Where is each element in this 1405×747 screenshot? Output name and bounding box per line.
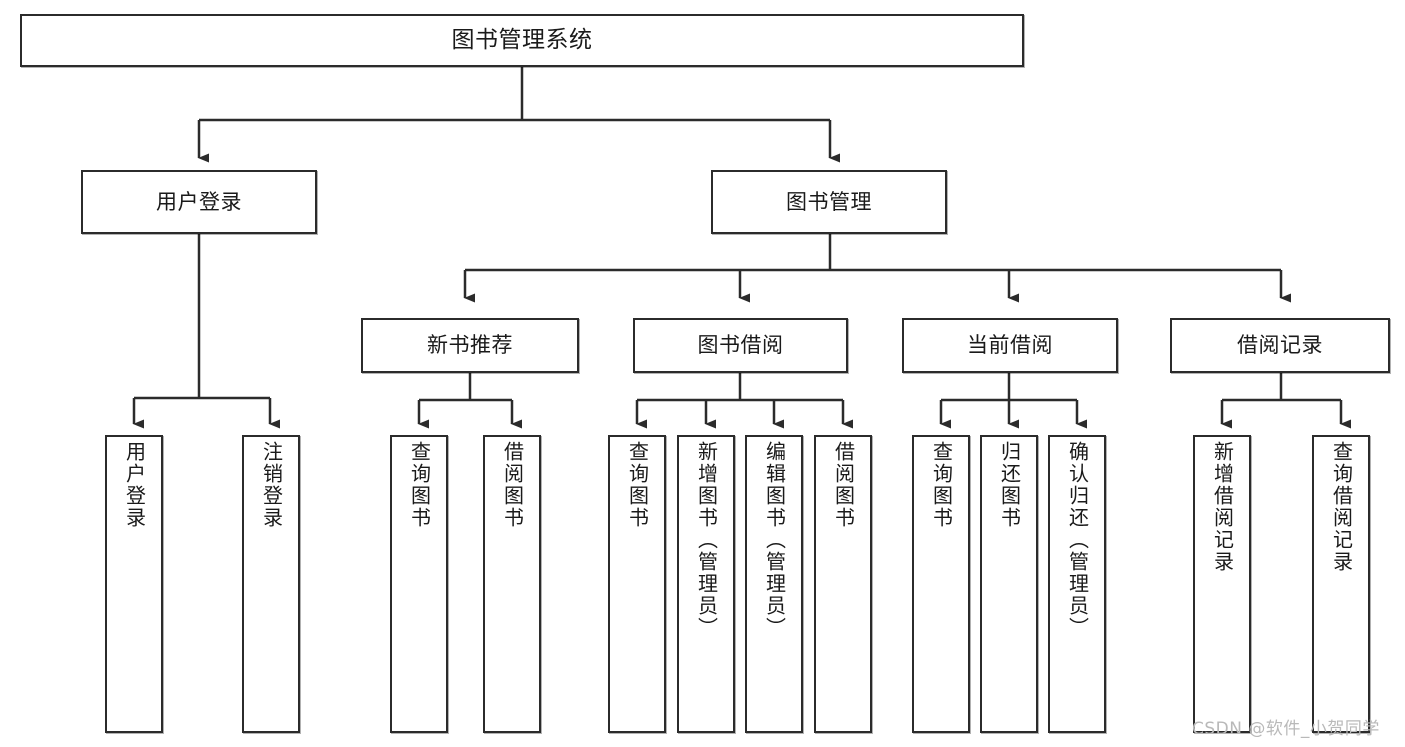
node-label: 新书推荐 — [427, 333, 513, 358]
node-label: 注销登录 — [259, 441, 284, 529]
leaf-book-borrow-edit[interactable]: 编辑图书（管理员） — [745, 435, 803, 733]
leaf-current-borrow-confirm-return[interactable]: 确认归还（管理员） — [1048, 435, 1106, 733]
leaf-current-borrow-return[interactable]: 归还图书 — [980, 435, 1038, 733]
leaf-user-login-login[interactable]: 用户登录 — [105, 435, 163, 733]
node-label: 图书管理系统 — [451, 26, 593, 53]
node-label: 查询图书 — [625, 441, 650, 529]
leaf-borrow-record-query[interactable]: 查询借阅记录 — [1312, 435, 1370, 733]
node-label: 查询借阅记录 — [1329, 441, 1354, 573]
leaf-book-borrow-borrow[interactable]: 借阅图书 — [814, 435, 872, 733]
leaf-book-borrow-query[interactable]: 查询图书 — [608, 435, 666, 733]
node-label: 用户登录 — [122, 441, 147, 529]
leaf-new-book-borrow[interactable]: 借阅图书 — [483, 435, 541, 733]
node-book-borrow[interactable]: 图书借阅 — [633, 318, 848, 373]
node-label: 图书借阅 — [697, 333, 784, 358]
node-label: 图书管理 — [786, 189, 872, 214]
node-label: 当前借阅 — [967, 333, 1053, 358]
leaf-borrow-record-add[interactable]: 新增借阅记录 — [1193, 435, 1251, 733]
leaf-user-login-logout[interactable]: 注销登录 — [242, 435, 300, 733]
node-user-login[interactable]: 用户登录 — [81, 170, 317, 234]
node-current-borrow[interactable]: 当前借阅 — [902, 318, 1118, 373]
node-label: 借阅图书 — [500, 441, 525, 529]
node-label: 归还图书 — [997, 441, 1022, 529]
node-label: 确认归还（管理员） — [1065, 441, 1090, 639]
node-book-management[interactable]: 图书管理 — [711, 170, 947, 234]
node-label: 查询图书 — [407, 441, 432, 529]
node-label: 新增借阅记录 — [1210, 441, 1235, 573]
node-root-book-management-system[interactable]: 图书管理系统 — [20, 14, 1024, 67]
node-borrow-record[interactable]: 借阅记录 — [1170, 318, 1390, 373]
node-label: 借阅图书 — [831, 441, 856, 529]
node-label: 查询图书 — [929, 441, 954, 529]
leaf-book-borrow-add[interactable]: 新增图书（管理员） — [677, 435, 735, 733]
node-label: 新增图书（管理员） — [694, 441, 719, 639]
node-label: 借阅记录 — [1237, 333, 1323, 358]
node-new-book-recommend[interactable]: 新书推荐 — [361, 318, 579, 373]
node-label: 用户登录 — [156, 189, 242, 214]
leaf-new-book-query[interactable]: 查询图书 — [390, 435, 448, 733]
node-label: 编辑图书（管理员） — [762, 441, 787, 639]
leaf-current-borrow-query[interactable]: 查询图书 — [912, 435, 970, 733]
